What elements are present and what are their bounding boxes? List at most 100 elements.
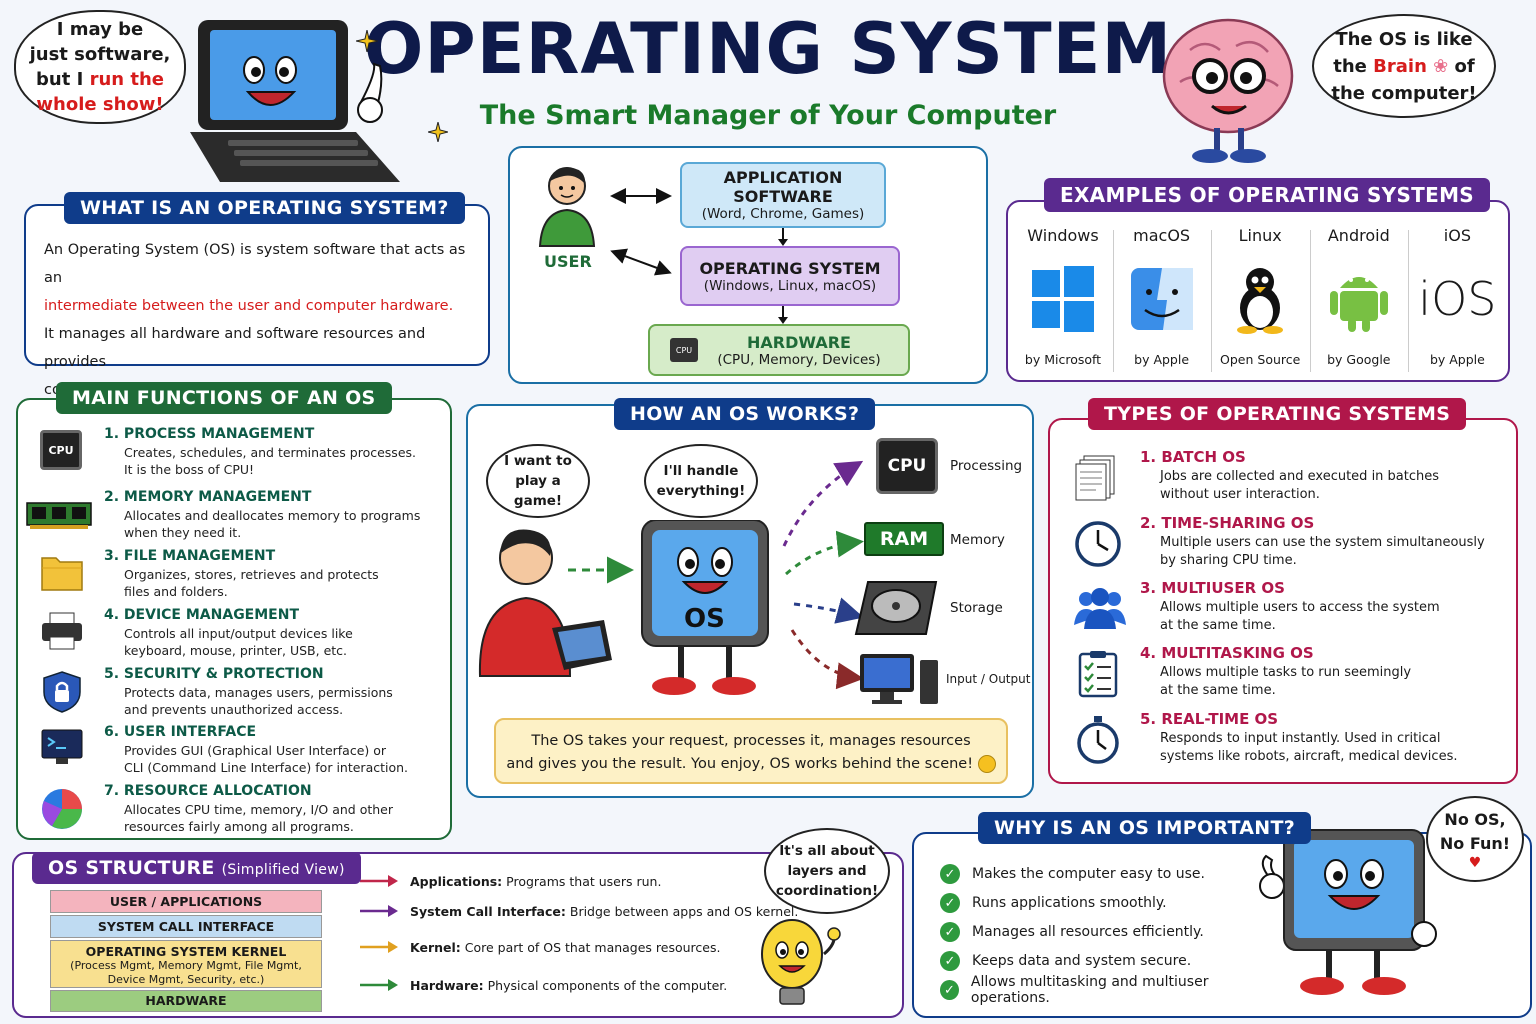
os-type-desc-line: Allows multiple tasks to run seemingly xyxy=(1160,665,1412,680)
flow-hw-subtitle: (CPU, Memory, Devices) xyxy=(717,351,881,368)
page-subtitle: The Smart Manager of Your Computer xyxy=(479,100,1057,131)
why-item-text: Allows multitasking and multiuser operat… xyxy=(970,974,1209,1006)
function-desc-line: Allocates CPU time, memory, I/O and othe… xyxy=(124,802,394,817)
layer-kernel: OPERATING SYSTEM KERNEL (Process Mgmt, M… xyxy=(50,940,322,988)
layer-kernel-detail: Device Mgmt, Security, etc.) xyxy=(107,973,265,986)
checklist-icon xyxy=(1074,650,1122,698)
cpu-icon: CPU xyxy=(40,430,84,470)
os-type-title: 1. BATCH OS xyxy=(1140,448,1246,466)
bubble-line: of xyxy=(1448,55,1475,77)
laptop-speech-bubble: I may be just software, but I run the wh… xyxy=(14,10,186,124)
bubble-line: but I xyxy=(36,69,90,90)
function-item: 4. DEVICE MANAGEMENT Controls all input/o… xyxy=(18,607,454,665)
function-desc-line: and prevents unauthorized access. xyxy=(124,702,344,717)
heart-icon: ♥ xyxy=(1468,855,1482,871)
what-text: It manages all hardware and software res… xyxy=(44,326,426,370)
structure-desc-syscall: System Call Interface: Bridge between ap… xyxy=(410,904,798,919)
stopwatch-icon xyxy=(1074,716,1122,764)
memory-label: Memory xyxy=(950,532,1005,548)
os-example-vendor: by Microsoft xyxy=(1024,352,1102,367)
arrow-down-icon xyxy=(778,306,788,324)
os-type-desc-line: at the same time. xyxy=(1160,618,1276,633)
pie-chart-icon xyxy=(40,787,84,829)
os-type-title: 5. REAL-TIME OS xyxy=(1140,710,1279,728)
os-mascot-label: OS xyxy=(684,604,725,634)
bubble-highlight: whole show! xyxy=(36,94,164,115)
os-layer-flow-panel: USER APPLICATION SOFTWARE (Word, Chrome,… xyxy=(508,146,988,384)
types-header: TYPES OF OPERATING SYSTEMS xyxy=(1088,398,1467,430)
bubble-line: the xyxy=(1333,55,1374,77)
chip-icon: CPU xyxy=(670,338,698,362)
function-desc-line: files and folders. xyxy=(124,584,228,599)
os-type-desc-line: without user interaction. xyxy=(1160,487,1320,502)
why-item-text: Runs applications smoothly. xyxy=(972,895,1167,911)
what-text-highlight: intermediate between the user and comput… xyxy=(44,298,454,314)
clock-icon xyxy=(1074,520,1122,568)
what-text: An Operating System (OS) is system softw… xyxy=(44,242,466,286)
kid-gaming-icon xyxy=(478,529,612,677)
os-example-name: Linux xyxy=(1238,226,1282,245)
function-desc-line: when they need it. xyxy=(124,525,242,540)
how-os-works-panel: I want to play a game! I'll handle every… xyxy=(466,404,1034,798)
why-item: ✓Runs applications smoothly. xyxy=(940,893,1167,913)
layer-system-call-interface: SYSTEM CALL INTERFACE xyxy=(50,915,322,938)
column-divider xyxy=(1408,230,1410,372)
os-type-desc-line: by sharing CPU time. xyxy=(1160,553,1297,568)
function-title: 4. DEVICE MANAGEMENT xyxy=(104,607,300,623)
os-example-name: Android xyxy=(1327,226,1390,245)
os-type-description: Responds to input instantly. Used in cri… xyxy=(1160,730,1500,766)
macos-logo-icon xyxy=(1127,264,1197,334)
desc-text: Programs that users run. xyxy=(502,874,662,889)
os-example-name: iOS xyxy=(1443,226,1471,245)
ram-stick-icon xyxy=(26,493,92,533)
function-title: 3. FILE MANAGEMENT xyxy=(104,548,276,564)
function-description: Provides GUI (Graphical User Interface) … xyxy=(124,742,444,776)
check-icon: ✓ xyxy=(940,864,960,884)
users-group-icon xyxy=(1074,585,1126,633)
os-example-vendor: by Apple xyxy=(1429,352,1485,367)
os-speech-bubble: I'll handle everything! xyxy=(644,444,758,518)
bubble-highlight: run the xyxy=(89,69,164,90)
function-desc-line: Creates, schedules, and terminates proce… xyxy=(124,445,416,460)
flow-application-box: APPLICATION SOFTWARE (Word, Chrome, Game… xyxy=(680,162,886,228)
function-description: Controls all input/output devices like ke… xyxy=(124,625,444,659)
bubble-line: I may be xyxy=(56,19,144,40)
cool-emoji-icon xyxy=(977,755,996,773)
function-desc-line: Provides GUI (Graphical User Interface) … xyxy=(124,743,387,758)
what-is-os-header: WHAT IS AN OPERATING SYSTEM? xyxy=(64,192,465,224)
resource-arrows xyxy=(568,460,864,690)
os-example-name: macOS xyxy=(1133,226,1191,245)
brain-speech-bubble: The OS is like the Brain ❀ of the comput… xyxy=(1312,14,1496,118)
function-description: Allocates CPU time, memory, I/O and othe… xyxy=(124,801,444,835)
os-example-vendor: by Google xyxy=(1327,352,1391,367)
function-description: Allocates and deallocates memory to prog… xyxy=(124,507,444,541)
user-avatar-icon xyxy=(538,167,596,247)
function-desc-line: keyboard, mouse, printer, USB, etc. xyxy=(124,643,348,658)
flow-arrows xyxy=(610,188,672,276)
desc-term: System Call Interface: xyxy=(410,904,566,919)
bubble-line: the computer! xyxy=(1331,82,1477,104)
os-type-desc-line: systems like robots, aircraft, medical d… xyxy=(1160,749,1458,764)
desc-term: Applications: xyxy=(410,874,503,889)
os-example-vendor: Open Source xyxy=(1220,352,1301,367)
os-type-description: Multiple users can use the system simult… xyxy=(1160,534,1500,570)
function-desc-line: Allocates and deallocates memory to prog… xyxy=(124,508,421,523)
os-type-title: 3. MULTIUSER OS xyxy=(1140,579,1285,597)
bulb-speech-bubble: It's all about layers and coordination! xyxy=(764,828,890,914)
function-desc-line: Controls all input/output devices like xyxy=(124,626,353,641)
desc-text: Bridge between apps and OS kernel. xyxy=(565,904,799,919)
os-type-desc-line: Responds to input instantly. Used in cri… xyxy=(1160,731,1441,746)
bubble-line: No Fun! xyxy=(1439,834,1511,853)
note-line: The OS takes your request, processes it,… xyxy=(531,733,971,749)
flow-user-label: USER xyxy=(544,252,592,271)
android-logo-icon xyxy=(1324,264,1394,334)
brain-mascot-icon xyxy=(1162,18,1294,163)
note-line: and gives you the result. You enjoy, OS … xyxy=(506,756,974,772)
printer-icon xyxy=(40,611,84,651)
